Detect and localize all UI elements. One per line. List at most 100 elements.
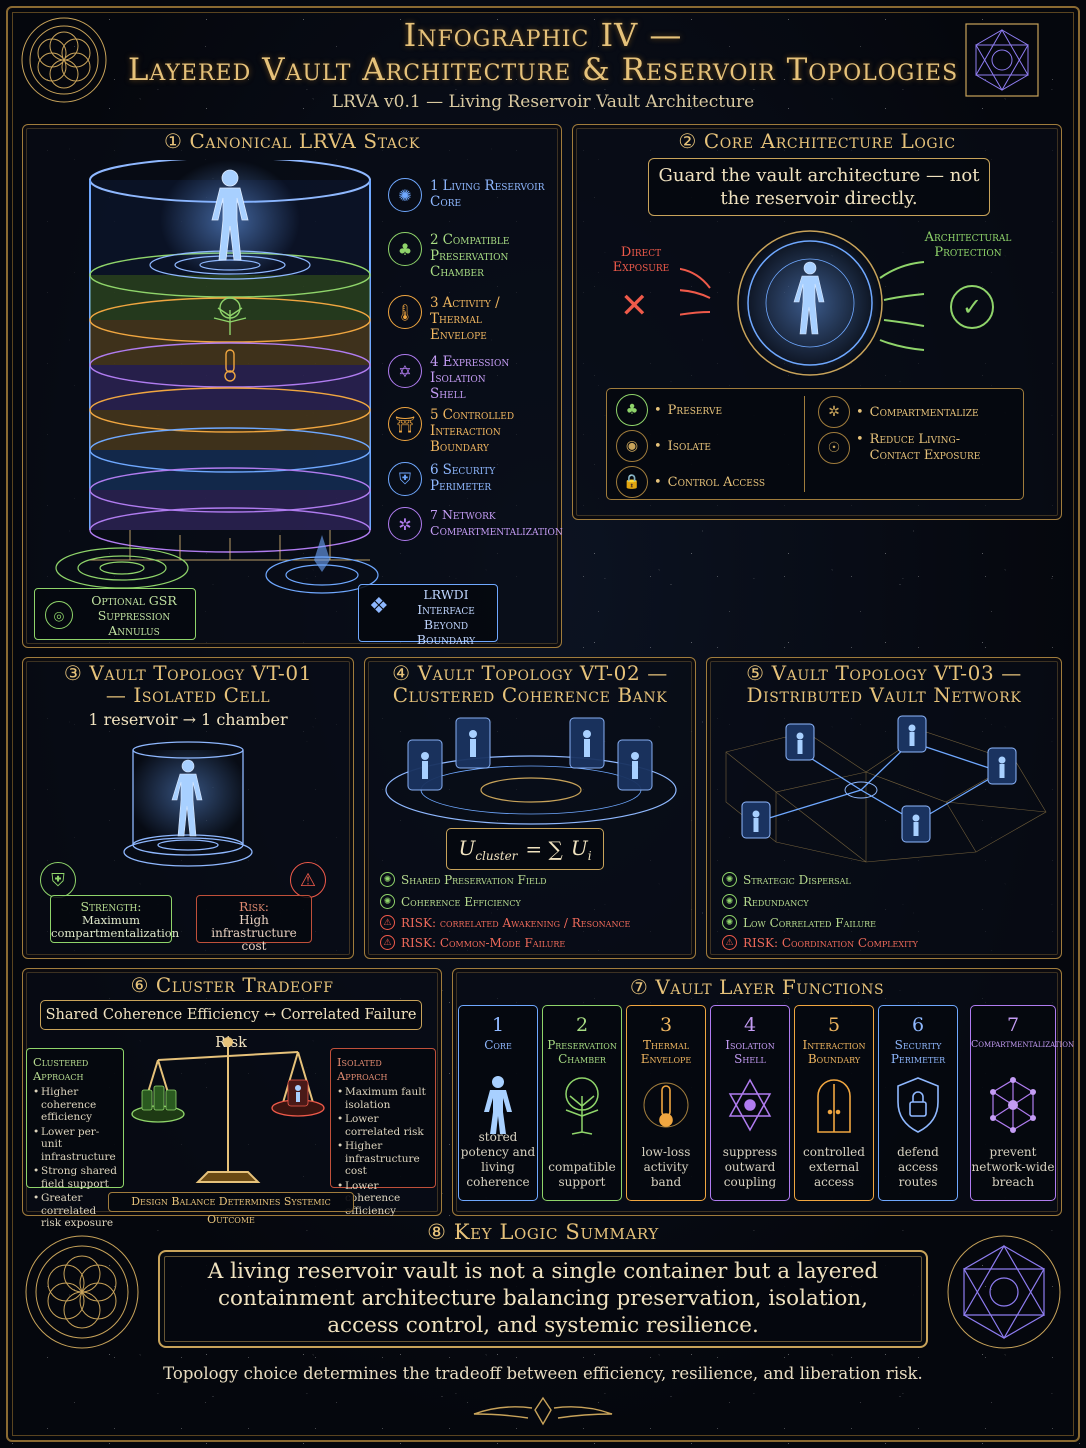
vt02-risk-awakening: ⚠RISK: correlated Awakening / Resonance: [380, 915, 630, 930]
tree-icon: ♣: [616, 394, 648, 426]
direct-exposure-label: Direct Exposure: [612, 245, 670, 275]
lrwdi-interface-illustration: [265, 535, 379, 594]
thermometer-icon: 🌡: [388, 295, 422, 329]
outer-frame: [6, 6, 1080, 1442]
principle-compartmentalize: ✲•Compartmentalize: [818, 396, 979, 428]
layer-card-security: 6 Security Perimeter defend access route…: [878, 1005, 958, 1201]
sparkle-icon: ✺: [722, 915, 737, 930]
page-subtitle: LRVA v0.1 — Living Reservoir Vault Archi…: [331, 92, 755, 112]
distributed-network-illustration: [725, 715, 1047, 863]
tree-icon: ♣: [388, 232, 422, 266]
principle-isolate: ◉•Isolate: [616, 430, 711, 462]
panel5-title: ⑤ Vault Topology VT-03 — Distributed Vau…: [746, 661, 1022, 707]
sparkle-icon: ✺: [722, 894, 737, 909]
warning-icon: ⚠: [380, 935, 395, 950]
vt01-strength-box: Strength: Maximum compartmentalization: [50, 895, 179, 943]
page-title-line2: Layered Vault Architecture & Reservoir T…: [127, 52, 959, 88]
core-icon: ✺: [388, 178, 422, 212]
shield-lock-icon: [897, 1077, 939, 1133]
layer-card-thermal: 3 Thermal Envelope low-loss activity ban…: [626, 1005, 706, 1201]
core-figure-icon: [211, 169, 249, 261]
eye-icon: ◉: [616, 430, 648, 462]
panel8-title: ⑧ Key Logic Summary: [427, 1220, 659, 1244]
hexagram-icon: [728, 1078, 772, 1132]
vt01-risk-box: Risk: High infrastructure cost: [196, 895, 312, 953]
isolated-cell-illustration: [123, 741, 253, 867]
vt01-rule: 1 reservoir → 1 chamber: [88, 710, 288, 729]
warning-icon: ⚠: [722, 935, 737, 950]
summary-footer: Topology choice determines the tradeoff …: [163, 1364, 923, 1383]
thermometer-icon: [643, 1082, 689, 1128]
vt03-risk-coordination: ⚠RISK: Coordination Complexity: [722, 935, 918, 950]
tree-icon: [565, 1077, 599, 1135]
tradeoff-banner: Shared Coherence Efficiency ↔ Correlated…: [40, 1000, 422, 1051]
lrwdi-interface-label: ❖ LRWDI Interface Beyond Boundary: [358, 584, 498, 647]
panel-vt02: ④ Vault Topology VT-02 — Clustered Coher…: [364, 657, 696, 959]
gsr-annulus-label: ◎ Optional GSR Suppression Annulus: [34, 588, 196, 640]
clustered-approach-box: Clustered Approach Higher coherence effi…: [26, 1048, 124, 1229]
principle-reduce-exposure: ☉•Reduce Living-Contact Exposure: [818, 432, 1000, 464]
warning-icon: ⚠: [380, 915, 395, 930]
vt02-item-coherence: ✺Coherence Efficiency: [380, 894, 521, 909]
lock-icon: 🔒: [616, 466, 648, 498]
hexagram-icon: ✡: [388, 354, 422, 388]
warning-icon: ⚠: [290, 862, 326, 898]
panel1-title: ① Canonical LRVA Stack: [164, 129, 420, 153]
target-icon: ◎: [45, 601, 73, 629]
layer-card-interaction: 5 Interaction Boundary controlled extern…: [794, 1005, 874, 1201]
sacred-geometry-icon: [21, 17, 107, 103]
flower-of-life-icon: [25, 1235, 139, 1349]
compartment-icon: ✲: [818, 396, 850, 428]
cross-icon: ✕: [620, 286, 649, 326]
core-figure-icon: [171, 759, 203, 837]
door-icon: ⛩: [388, 407, 422, 441]
sparkle-icon: ✺: [722, 872, 737, 887]
design-balance-footer: Design Balance Determines Systemic Outco…: [108, 1192, 354, 1226]
key-summary-box: A living reservoir vault is not a single…: [158, 1250, 928, 1348]
door-icon: [817, 1079, 851, 1133]
architectural-protection-label: Architectural Protection: [924, 230, 1012, 260]
protected-core-illustration: [680, 230, 925, 376]
vt03-item-low-failure: ✺Low Correlated Failure: [722, 915, 876, 930]
vt02-risk-common-mode: ⚠RISK: Common-Mode Failure: [380, 935, 565, 950]
page-title-line1: Infographic IV —: [403, 16, 683, 54]
network-icon: [990, 1077, 1036, 1133]
principle-preserve: ♣•Preserve: [616, 394, 722, 426]
cluster-formula: Ucluster = ∑ Ui: [446, 828, 604, 870]
shield-icon: ⛨: [388, 462, 422, 496]
shield-check-icon: ⛨: [40, 862, 76, 898]
sparkle-icon: ✺: [380, 872, 395, 887]
layer-card-preservation: 2 Preservation Chamber compatible suppor…: [542, 1005, 622, 1201]
vault-stack-illustration: [89, 160, 371, 561]
tree-icon: [213, 297, 247, 335]
vt03-item-redundancy: ✺Redundancy: [722, 894, 809, 909]
thermometer-icon: [224, 349, 236, 382]
panel3-title: ③ Vault Topology VT-01 — Isolated Cell: [63, 661, 313, 707]
winged-emblem-icon: [473, 1396, 613, 1426]
core-figure-icon: [484, 1076, 512, 1134]
crystal-icon: ❖: [369, 594, 389, 619]
panel2-title: ② Core Architecture Logic: [678, 129, 956, 153]
clustered-bank-illustration: [385, 717, 677, 825]
balance-scale-icon: [131, 1037, 325, 1183]
core-quote: Guard the vault architecture — not the r…: [648, 158, 990, 216]
vt03-item-dispersal: ✺Strategic Dispersal: [722, 872, 851, 887]
core-figure-icon: [793, 261, 825, 335]
panel4-title: ④ Vault Topology VT-02 — Clustered Coher…: [392, 661, 668, 707]
logic-principles-box: [606, 388, 1024, 500]
vt02-item-shared-field: ✺Shared Preservation Field: [380, 872, 547, 887]
isolated-approach-box: Isolated Approach Maximum fault isolatio…: [330, 1048, 436, 1217]
network-icon: ✲: [388, 507, 422, 541]
layer-card-isolation: 4 Isolation Shell suppress outward coupl…: [710, 1005, 790, 1201]
metatron-cube-icon: [947, 1235, 1061, 1349]
person-icon: ☉: [818, 432, 850, 464]
metatron-cube-icon: [965, 23, 1039, 97]
panel7-title: ⑦ Vault Layer Functions: [629, 975, 885, 999]
